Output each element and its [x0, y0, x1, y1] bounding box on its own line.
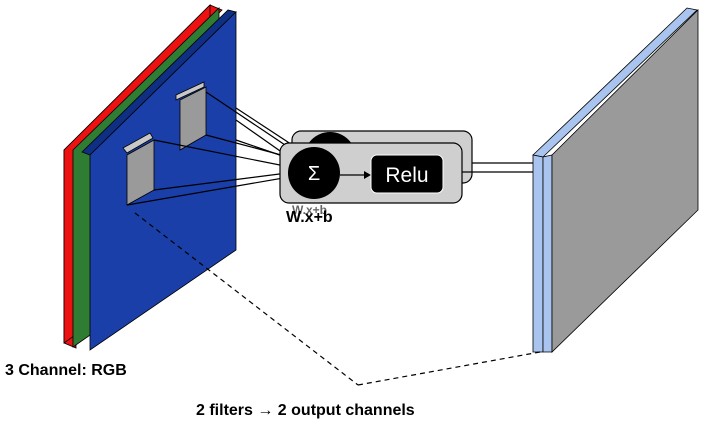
input-volume	[63, 4, 237, 351]
relu-box	[370, 154, 444, 194]
output-channel-1	[532, 154, 544, 353]
kernel-window-2-side	[122, 132, 154, 154]
receptive-field-lines	[134, 212, 541, 386]
output-connection	[462, 162, 533, 173]
formula-label: W.x+b	[286, 209, 333, 226]
input-caption: 3 Channel: RGB	[5, 362, 127, 379]
output-volume	[532, 7, 699, 353]
bottom-caption: 2 filters → 2 output channels	[196, 402, 415, 419]
sum-node	[288, 147, 340, 199]
formula-label-echo: W.x+b	[292, 203, 327, 217]
filter-neuron-front: Σ Relu	[279, 142, 463, 204]
relu-label: Relu	[385, 164, 428, 187]
output-channel-2-side	[542, 154, 553, 353]
sum-symbol: Σ	[308, 163, 320, 185]
kernel-window-1-side	[175, 81, 205, 101]
output-channel-2-face	[551, 9, 699, 353]
